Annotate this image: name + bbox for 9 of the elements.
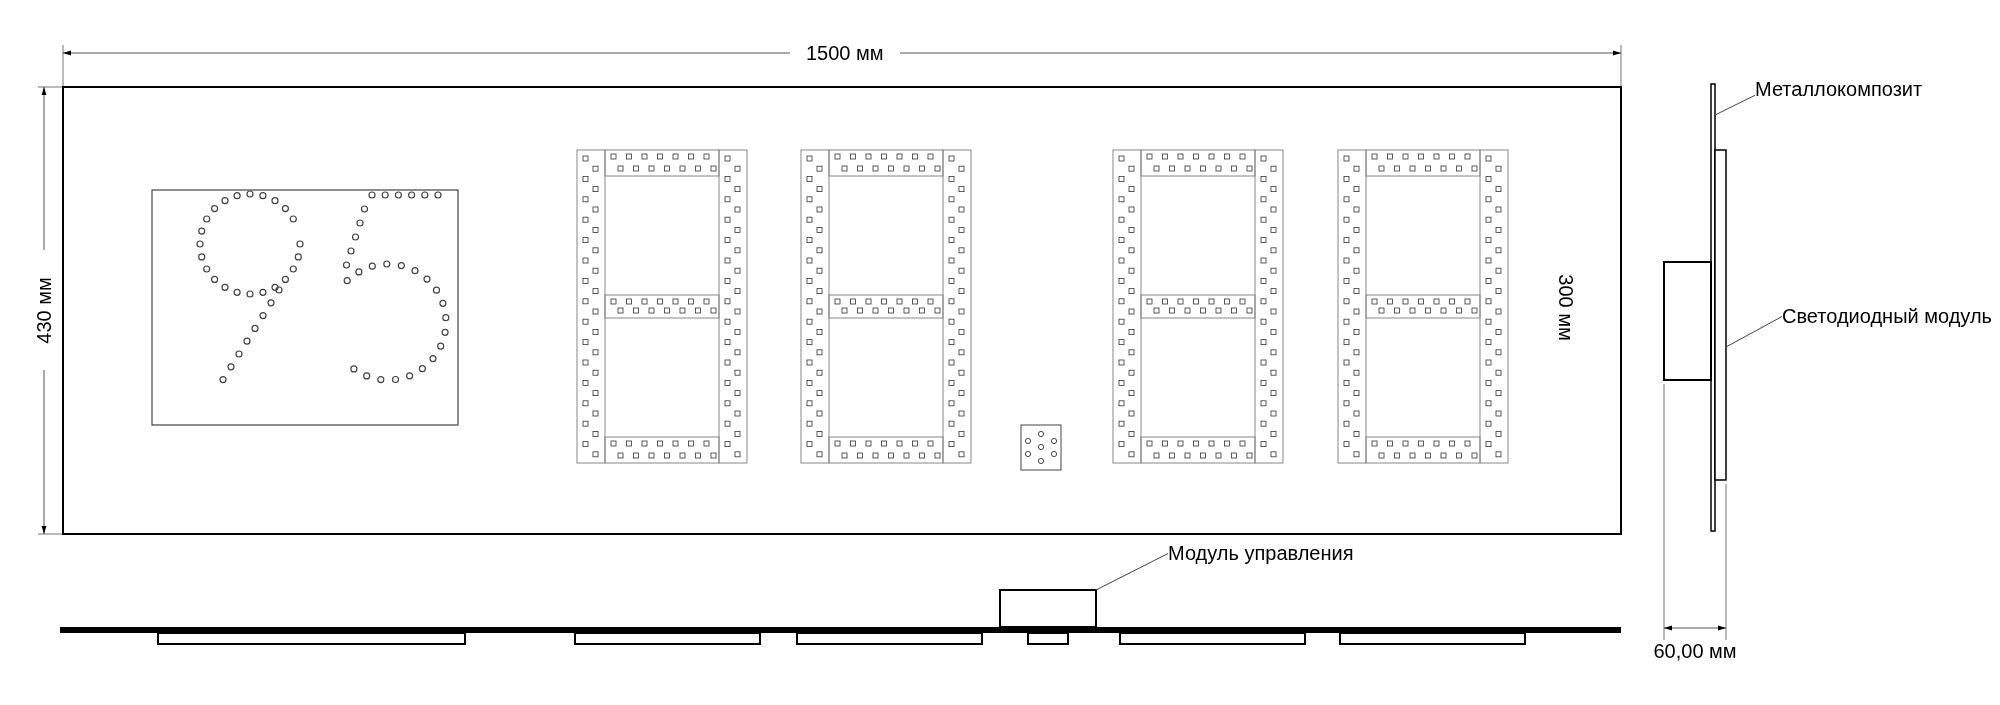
callout-label: Металлокомпозит <box>1755 78 1923 101</box>
leader-line <box>1095 553 1169 591</box>
callout-label: Модуль управления <box>1168 542 1354 565</box>
control-module-side-view <box>1663 261 1712 381</box>
leader-line <box>1714 94 1756 116</box>
control-module-box <box>999 589 1097 628</box>
led-module-side-view <box>1714 149 1727 481</box>
callout-label: Светодиодный модуль <box>1782 305 1993 328</box>
leader-line <box>1725 316 1783 348</box>
